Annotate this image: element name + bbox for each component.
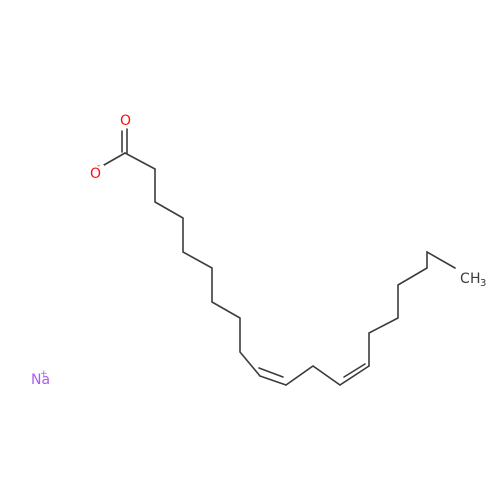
sodium-charge-label: + [40,369,48,379]
carbonyl-oxygen-label: O [120,113,131,129]
double-bond-1-a [259,375,287,386]
atom-labels: O O - C H 3 Na + [31,112,492,388]
methyl-carbon-label: C [460,271,470,287]
double-bond-2-a [339,365,370,386]
double-bond-2-b [343,363,366,378]
chain-bond-c1-c2 [124,152,156,170]
methyl-hydrogen-label: H [470,271,481,287]
chain-bonds-c2-c10 [154,168,261,377]
carboxylate-oxygen-bg [88,165,104,181]
carbonyl-oxygen-bg [118,112,132,128]
carboxylate-charge-label: - [97,161,100,171]
methyl-bg [456,268,492,286]
methyl-subscript-label: 3 [480,278,486,289]
sodium-label: Na [31,372,50,388]
carboxylate-o-bond [103,152,126,166]
double-bond-1-b [258,367,284,378]
tail-bonds [368,250,456,367]
carboxylate-oxygen-label: O [90,166,101,182]
skeleton-bonds [103,128,456,386]
methylene-bridge-bonds [285,365,341,386]
